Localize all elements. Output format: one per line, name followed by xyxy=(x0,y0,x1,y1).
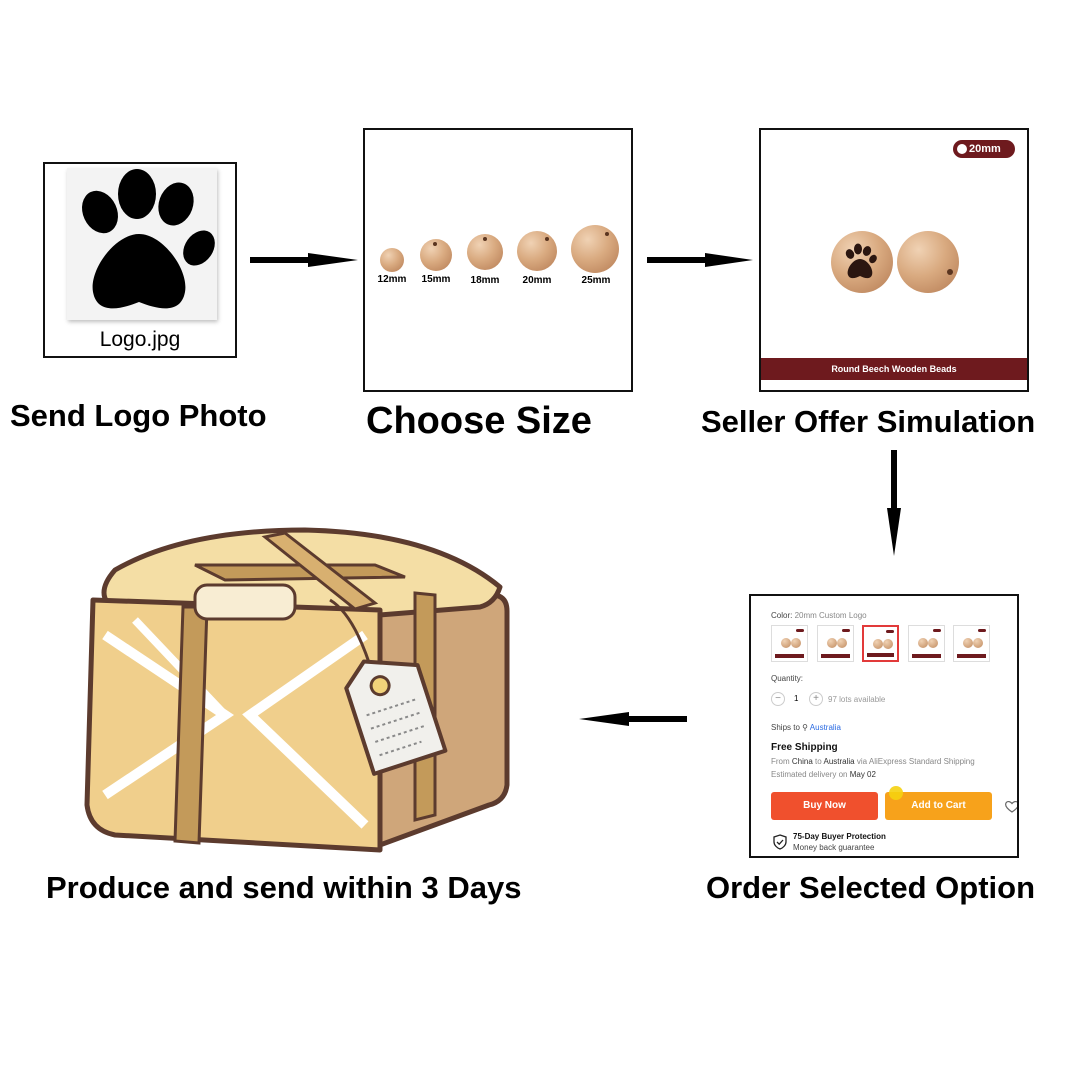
logo-photo-panel: Logo.jpg xyxy=(43,162,237,358)
size-chooser-panel: 12mm 15mm 18mm 20mm 25mm xyxy=(363,128,633,392)
logo-file-name: Logo.jpg xyxy=(99,328,181,351)
bead-20mm xyxy=(517,231,557,271)
quantity-label: Quantity: xyxy=(771,674,804,683)
paw-icon xyxy=(845,243,877,279)
step-title-order: Order Selected Option xyxy=(706,870,1036,905)
color-option[interactable] xyxy=(771,625,808,662)
color-option[interactable] xyxy=(908,625,945,662)
cursor-highlight-icon xyxy=(889,786,903,800)
ships-to-country[interactable]: Australia xyxy=(809,723,841,732)
color-option[interactable] xyxy=(817,625,854,662)
size-label: 18mm xyxy=(470,275,500,286)
plain-bead xyxy=(897,231,959,293)
package-icon xyxy=(84,527,510,853)
size-label: 15mm xyxy=(421,274,451,285)
availability-text: 97 lots available xyxy=(828,695,886,704)
seller-offer-panel: 20mm Round Beech Wooden Beads xyxy=(759,128,1029,392)
size-label: 12mm xyxy=(377,274,407,285)
step-title-send-logo: Send Logo Photo xyxy=(10,398,267,433)
heart-icon[interactable] xyxy=(1004,798,1019,814)
arrow-down-icon xyxy=(887,450,901,556)
quantity-minus-button[interactable]: − xyxy=(771,692,785,706)
step-title-produce: Produce and send within 3 Days xyxy=(46,870,522,905)
color-option-selected[interactable] xyxy=(862,625,899,662)
pill-dot-icon xyxy=(957,144,967,154)
logo-bead xyxy=(831,231,893,293)
color-option[interactable] xyxy=(953,625,990,662)
location-pin-icon: ⚲ xyxy=(802,723,808,732)
product-name-bar: Round Beech Wooden Beads xyxy=(761,358,1027,380)
step-title-seller-offer: Seller Offer Simulation xyxy=(701,404,1036,439)
color-value: 20mm Custom Logo xyxy=(794,611,867,620)
size-label: 25mm xyxy=(581,275,611,286)
paw-icon xyxy=(82,169,215,309)
protection-title: 75-Day Buyer Protection xyxy=(793,832,886,841)
quantity-value[interactable]: 1 xyxy=(794,694,799,703)
color-row: Color: 20mm Custom Logo xyxy=(771,611,867,620)
step-title-choose-size: Choose Size xyxy=(366,400,592,442)
shipping-title: Free Shipping xyxy=(771,742,838,753)
color-label: Color: xyxy=(771,611,793,620)
shield-check-icon xyxy=(773,834,787,850)
ships-to-label: Ships to xyxy=(771,723,800,732)
bead-15mm xyxy=(420,239,452,271)
add-to-cart-button[interactable]: Add to Cart xyxy=(885,786,992,820)
logo-thumbnail xyxy=(67,168,217,320)
size-label: 20mm xyxy=(522,275,552,286)
size-badge-label: 20mm xyxy=(969,143,1001,155)
arrow-left-icon xyxy=(579,712,687,726)
bead-25mm xyxy=(571,225,619,273)
ships-to-row: Ships to ⚲ Australia xyxy=(771,723,841,732)
size-badge: 20mm xyxy=(953,140,1015,158)
arrow-right-icon xyxy=(647,253,753,267)
protection-subtitle: Money back guarantee xyxy=(793,843,875,852)
bead-12mm xyxy=(380,248,404,272)
arrow-right-icon xyxy=(250,253,358,267)
bead-18mm xyxy=(467,234,503,270)
buy-now-button[interactable]: Buy Now xyxy=(771,792,878,820)
order-panel: Color: 20mm Custom Logo Quantity: − 1 + … xyxy=(749,594,1019,858)
delivery-estimate: Estimated delivery on May 02 xyxy=(771,770,876,779)
add-to-cart-label: Add to Cart xyxy=(911,800,966,811)
quantity-plus-button[interactable]: + xyxy=(809,692,823,706)
shipping-route: From China to Australia via AliExpress S… xyxy=(771,757,975,766)
